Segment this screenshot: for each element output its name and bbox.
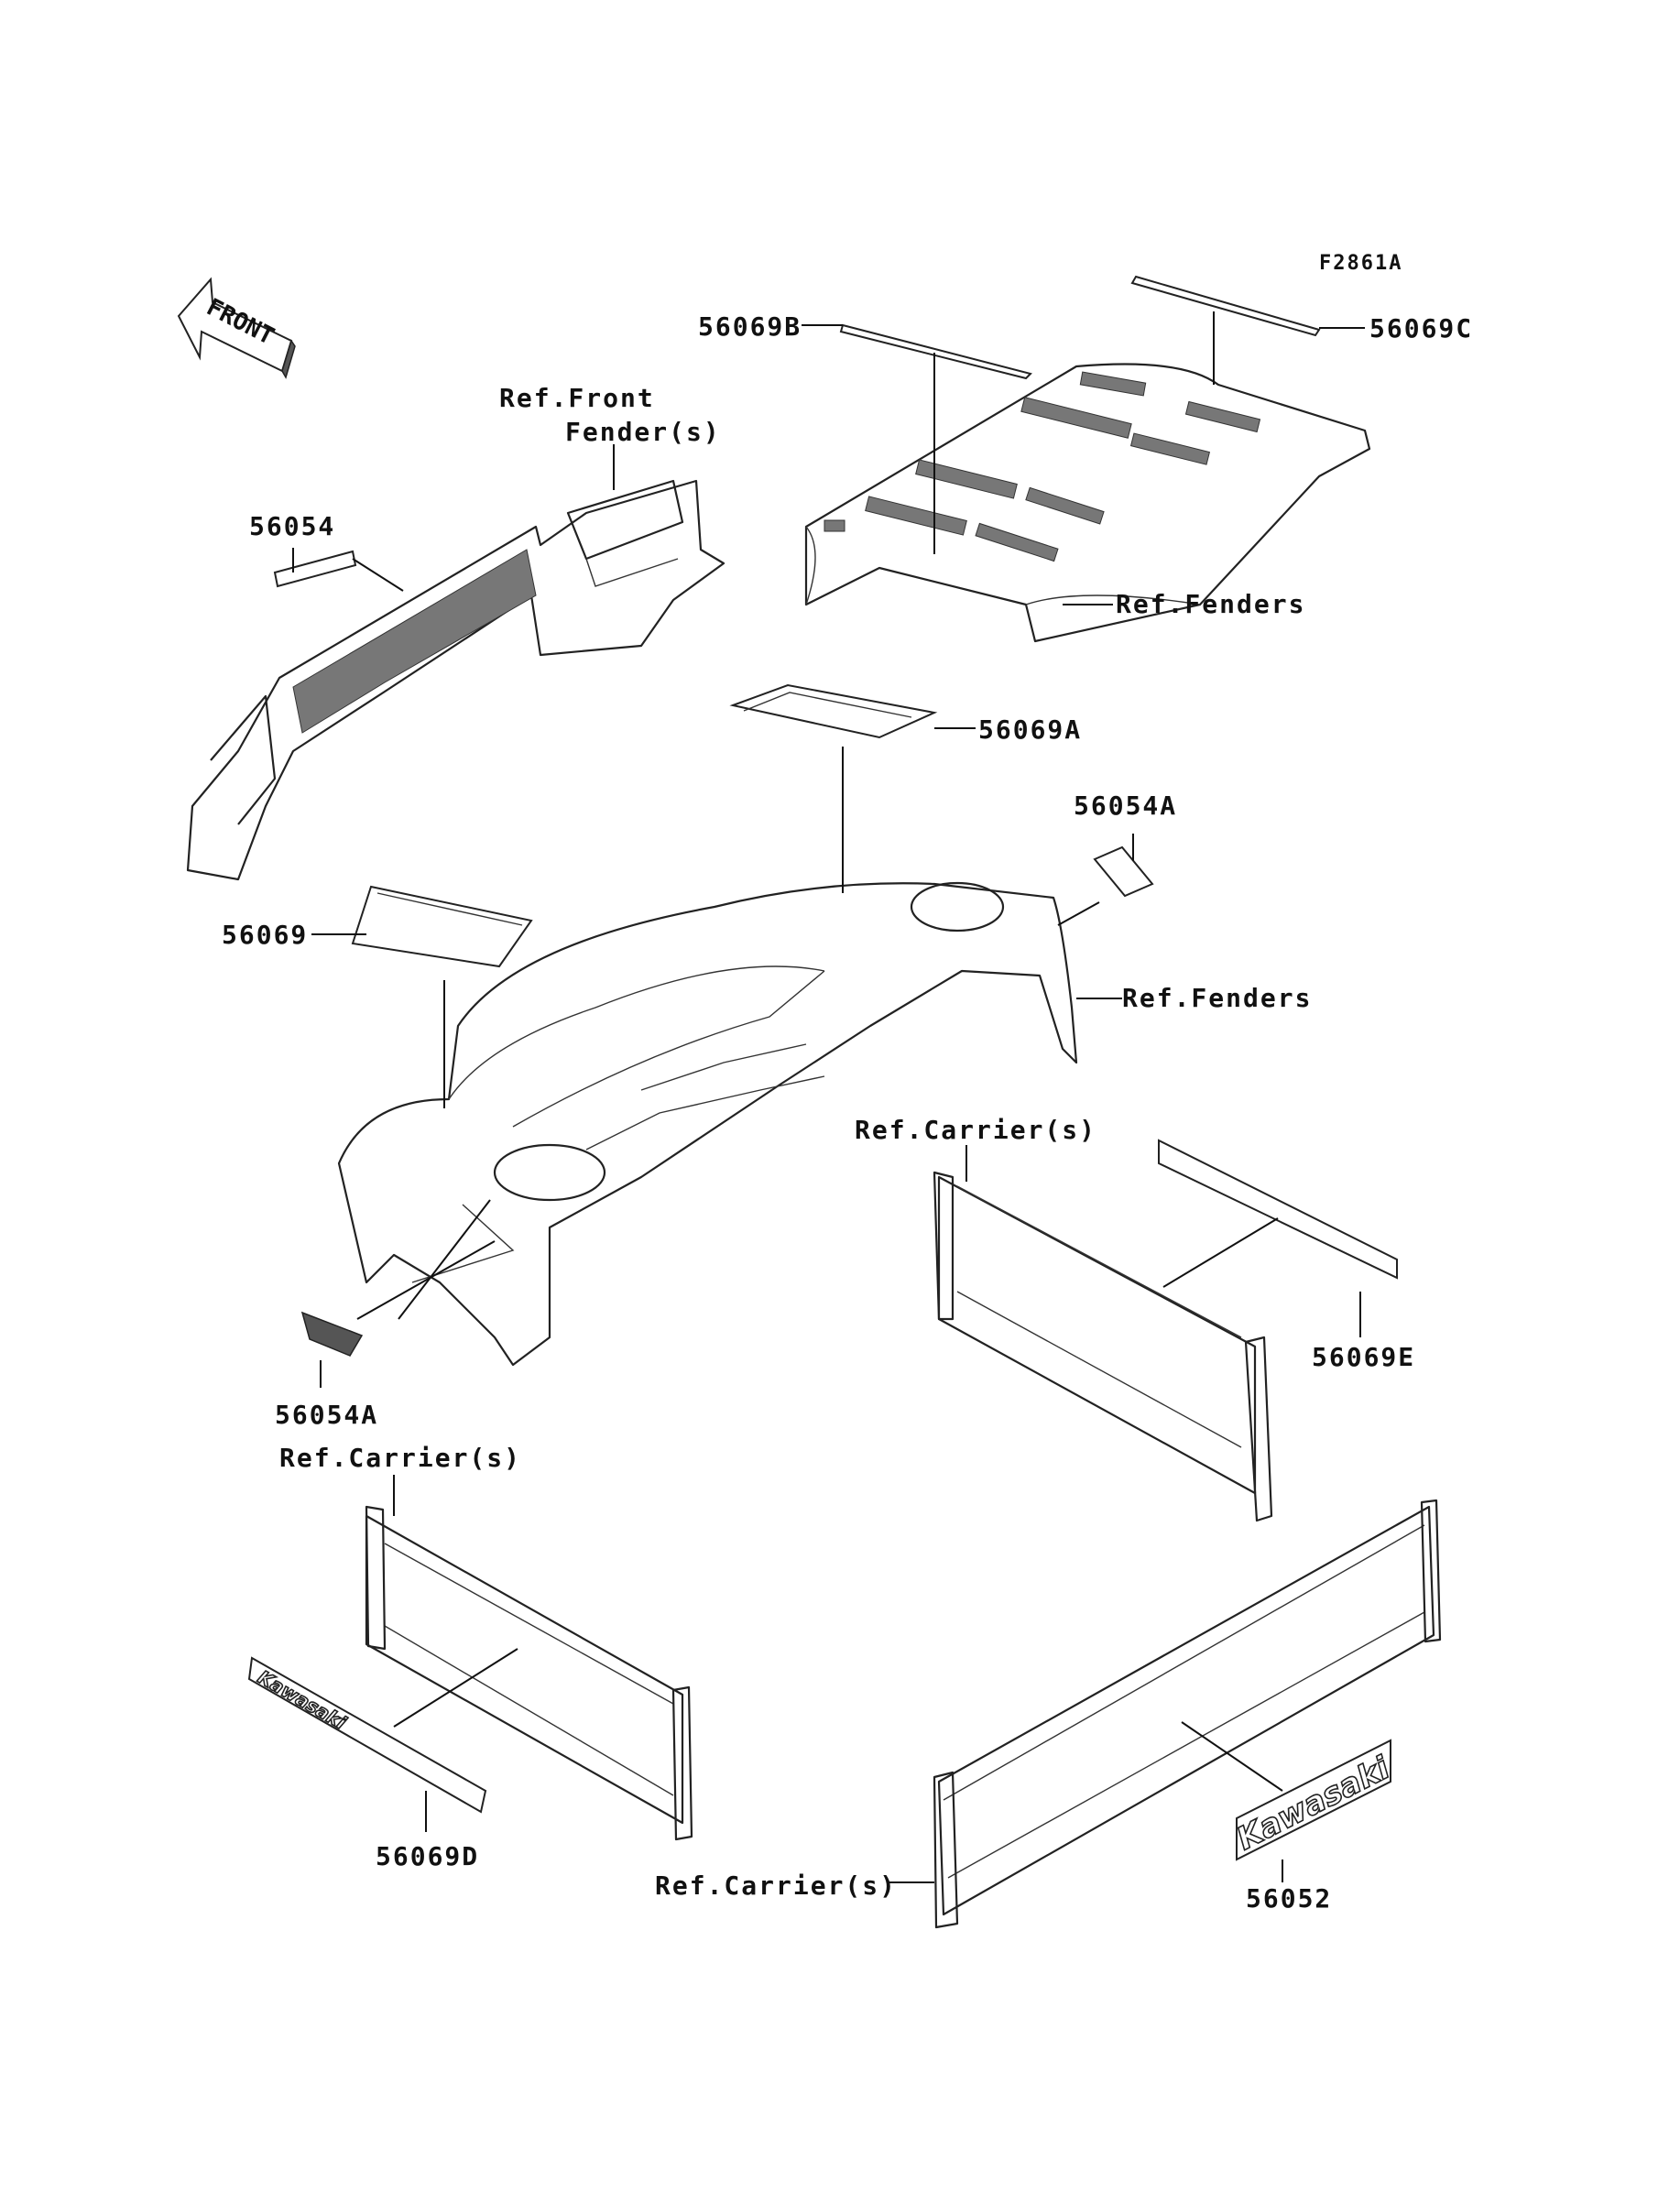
label-56069A: 56069A <box>978 714 1083 745</box>
decal-56054A-right <box>1093 845 1154 898</box>
label-56069B: 56069B <box>698 311 802 342</box>
figure-code: F2861A <box>1319 252 1403 275</box>
carrier-left-part <box>365 1505 693 1841</box>
leader-lines <box>292 311 1365 1883</box>
front-direction-arrow-icon: FRONT <box>177 277 296 379</box>
label-56069: 56069 <box>222 920 309 950</box>
decal-56054A-left <box>300 1311 364 1357</box>
decal-56069A <box>729 683 938 739</box>
label-56054: 56054 <box>249 511 336 541</box>
label-56054A-left: 56054A <box>275 1400 379 1430</box>
label-ref-carrier-right: Ref.Carrier(s) <box>855 1115 1097 1145</box>
svg-text:Kawasaki: Kawasaki <box>1231 1750 1397 1858</box>
label-ref-fenders-mid: Ref.Fenders <box>1122 983 1313 1013</box>
label-ref-fenders-top: Ref.Fenders <box>1116 589 1306 619</box>
decal-56069D: Kawasaki <box>247 1656 487 1814</box>
label-ref-carrier-bottom: Ref.Carrier(s) <box>655 1870 898 1901</box>
rear-fender-body-part <box>337 881 1078 1367</box>
label-56054A-right: 56054A <box>1074 791 1178 821</box>
decal-56069 <box>351 885 533 968</box>
label-ref-carrier-left: Ref.Carrier(s) <box>279 1443 522 1473</box>
carrier-right-part <box>933 1171 1273 1522</box>
rear-fender-top-part <box>804 275 1371 643</box>
decal-56052: Kawasaki <box>1230 1739 1397 1861</box>
label-56069E: 56069E <box>1312 1342 1416 1372</box>
label-56069C: 56069C <box>1369 313 1474 344</box>
label-56052: 56052 <box>1246 1883 1333 1914</box>
label-ref-front-fender-line2: Fender(s) <box>565 417 721 447</box>
front-fender-grille-part <box>186 479 725 881</box>
label-ref-front-fender-line1: Ref.Front <box>499 383 655 413</box>
carrier-bottom-part <box>933 1499 1442 1929</box>
label-56069D: 56069D <box>376 1841 480 1871</box>
svg-text:Kawasaki: Kawasaki <box>255 1666 351 1735</box>
decal-56069E <box>1158 1139 1398 1280</box>
